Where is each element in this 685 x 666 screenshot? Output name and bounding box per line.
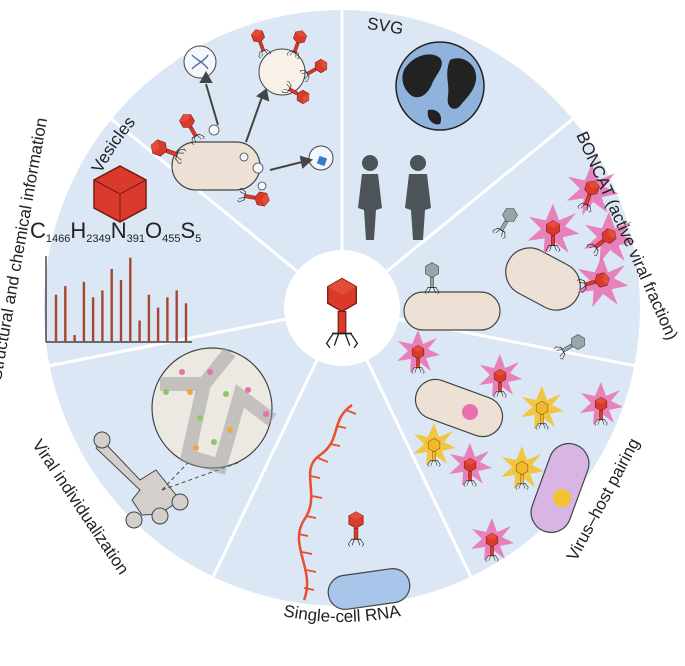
mass-spectrum (45, 256, 192, 343)
vesicles-host-cell (171, 141, 261, 191)
single-cell-host (327, 568, 411, 610)
center-hub (284, 250, 400, 366)
structural-sector: C1466H2349N391O455S5 (30, 165, 201, 343)
single-cell-sector (297, 403, 411, 610)
sector-dividers (37, 8, 647, 601)
vesicle-phages (258, 48, 306, 96)
virus-host-sector (397, 330, 623, 562)
chemical-formula: C1466H2349N391O455S5 (30, 218, 201, 245)
viral-individualization-sector (93, 347, 277, 529)
pairing-cell-purple (530, 442, 590, 534)
human-icon (358, 155, 431, 240)
boncat-host-cell-2 (505, 247, 581, 311)
boncat-sector (403, 163, 636, 361)
microfluidic-device (93, 431, 189, 529)
rna-strand (297, 403, 353, 601)
svg-sector (358, 41, 485, 240)
vesicle-arrows (199, 70, 314, 171)
boncat-host-cell-1 (403, 291, 501, 331)
vesicles-sector (148, 27, 334, 208)
label-structural: Structural and chemical information (0, 116, 51, 382)
pairing-cell-beige (414, 378, 504, 438)
